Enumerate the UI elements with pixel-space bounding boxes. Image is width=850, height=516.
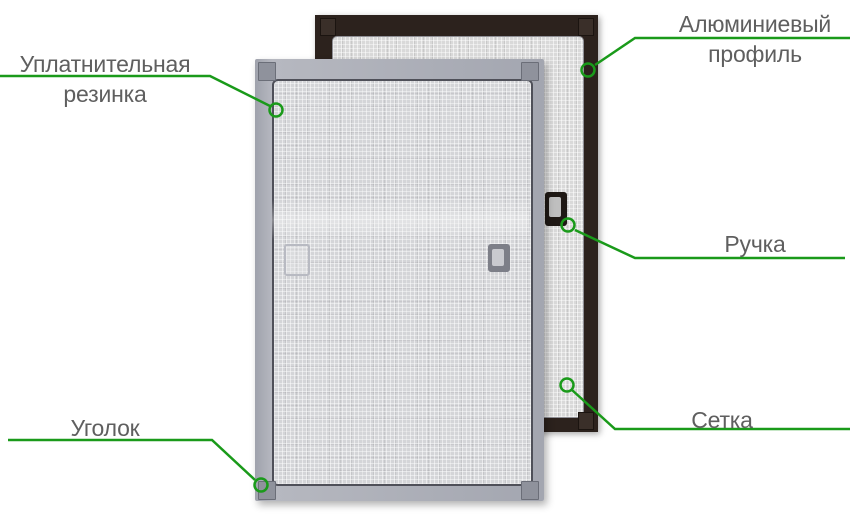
label-handle: Ручка — [724, 231, 786, 257]
back-corner-bottom-right — [578, 412, 594, 430]
front-corner-bottom-left — [258, 481, 276, 500]
front-handle-left — [284, 244, 310, 276]
front-corner-top-right — [521, 62, 539, 81]
back-corner-top-left — [320, 18, 336, 36]
front-corner-bottom-right — [521, 481, 539, 500]
back-corner-top-right — [578, 18, 594, 36]
label-seal: Уплатнительная резинка — [5, 51, 205, 107]
mesh-glare — [272, 200, 529, 240]
label-profile: Алюминиевый профиль — [660, 11, 850, 67]
label-corner: Уголок — [70, 415, 140, 441]
front-handle-right — [488, 244, 510, 272]
callout-line-corner — [8, 438, 256, 481]
label-seal-line2: резинка — [63, 81, 147, 107]
front-mesh-panel — [272, 79, 533, 486]
label-profile-line2: профиль — [708, 41, 802, 67]
back-handle — [545, 192, 567, 226]
front-corner-top-left — [258, 62, 276, 81]
label-mesh: Сетка — [691, 407, 753, 433]
label-seal-line1: Уплатнительная — [19, 51, 191, 77]
label-profile-line1: Алюминиевый — [678, 11, 832, 37]
